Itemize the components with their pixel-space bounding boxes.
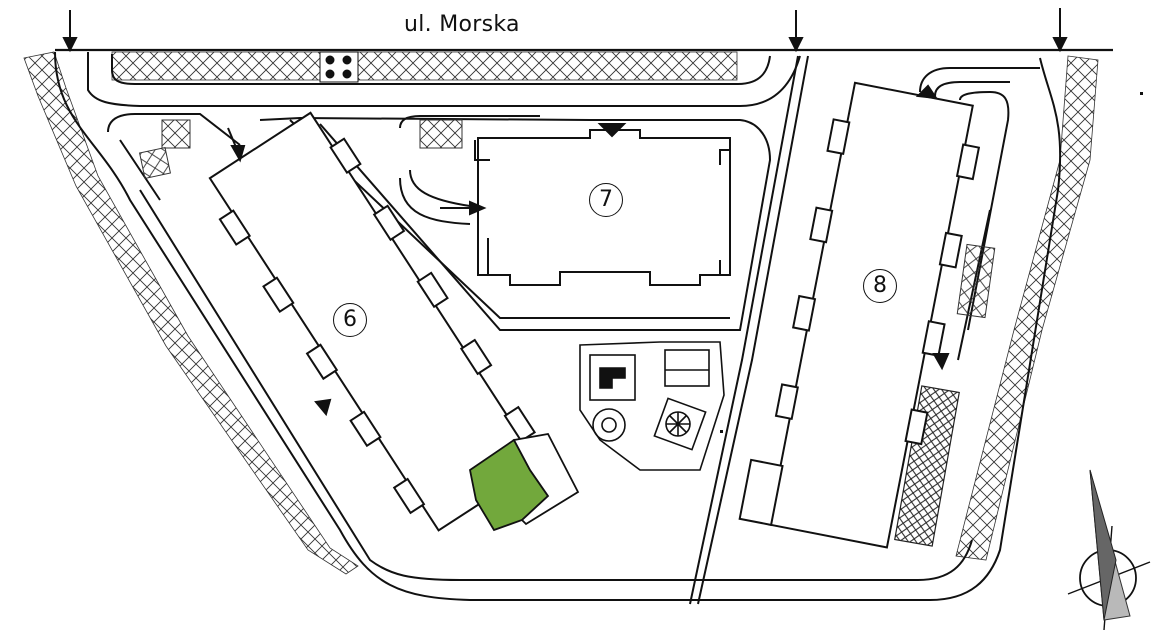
playground	[579, 341, 725, 471]
parking-box	[161, 119, 191, 149]
building-7-label[interactable]: 7	[589, 183, 623, 217]
hedge-strip-top	[111, 51, 738, 81]
building-6-label[interactable]: 6	[333, 303, 367, 337]
entrance-arrow-icon	[227, 84, 950, 417]
bins-icon	[319, 51, 359, 83]
building-8-outline	[738, 81, 981, 549]
roads	[54, 51, 1062, 605]
street-name-label: ul. Morska	[404, 12, 520, 37]
building-6-annex	[512, 432, 580, 526]
parking-box	[419, 119, 463, 149]
building-8-label[interactable]: 8	[863, 269, 897, 303]
parking-box	[138, 146, 172, 180]
hedge-strip-left	[23, 51, 359, 575]
street-entrance-arrows	[62, 8, 1068, 53]
parking-box	[956, 243, 996, 319]
hedge-strip-right	[955, 55, 1099, 561]
survey-ticks	[720, 92, 1143, 433]
compass-icon	[1067, 469, 1151, 631]
garage-entry-hatch	[894, 385, 960, 547]
